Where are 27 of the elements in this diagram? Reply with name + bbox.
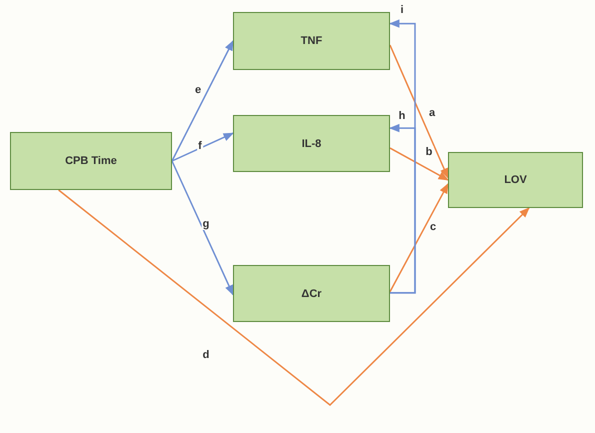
edge-label: c [428,221,438,233]
box-label: ΔCr [301,288,322,300]
edge-label: i [399,4,405,16]
arrow [388,19,416,294]
process-box [448,152,583,208]
arrow [58,189,530,406]
arrow [389,183,449,292]
edge-label: e [194,84,202,96]
process-box [233,115,390,172]
arrow [390,147,449,181]
arrow [389,44,449,179]
arrow [172,132,234,162]
box-label: CPB Time [65,155,117,167]
edge-label: f [197,140,203,152]
box-label: TNF [300,35,322,47]
edge-label: h [398,110,406,122]
arrow [171,40,234,162]
edge-label: b [424,146,434,158]
process-box [10,132,172,190]
edge-label: d [202,349,210,361]
edge-label: g [202,218,210,230]
arrow [171,160,234,296]
process-box [233,12,390,70]
box-label: IL-8 [302,138,322,150]
box-label: LOV [504,174,527,186]
process-box [233,265,390,322]
edge-label: a [428,107,436,119]
